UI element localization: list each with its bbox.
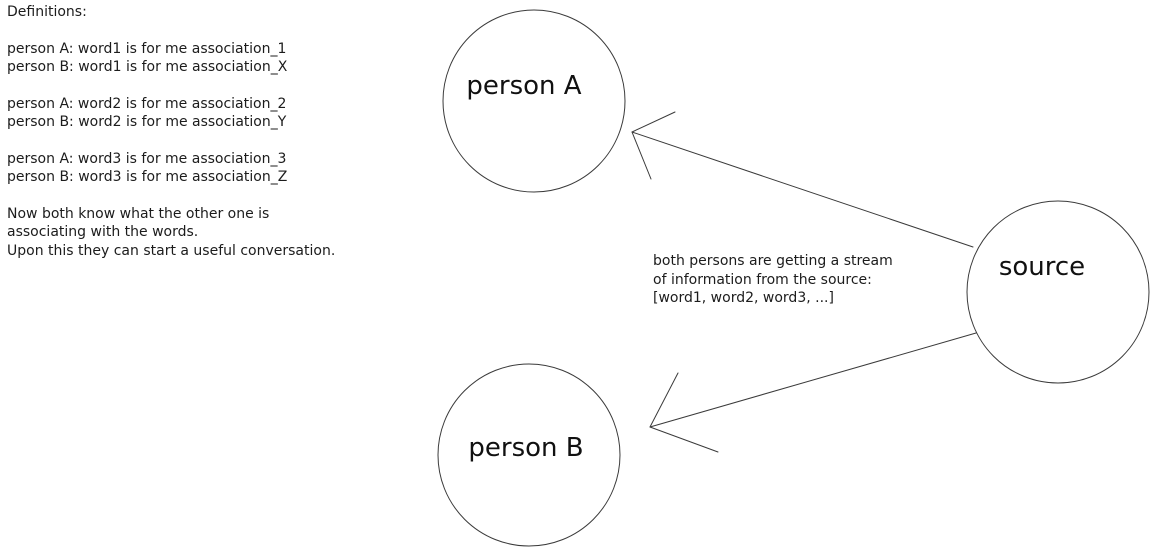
person-a-label: person A — [466, 71, 582, 101]
source-circle — [966, 200, 1150, 384]
definition-line-a3: person A: word3 is for me association_3 — [7, 150, 287, 167]
definitions-block: Definitions: person A: word1 is for me a… — [7, 3, 335, 278]
person-b-circle — [437, 363, 621, 547]
definition-line-a2: person A: word2 is for me association_2 — [7, 95, 287, 112]
definition-group-word3: person A: word3 is for me association_3 … — [7, 150, 335, 187]
definition-line-b3: person B: word3 is for me association_Z — [7, 169, 288, 185]
arrow-shaft — [649, 332, 977, 428]
person-a-circle — [442, 9, 626, 193]
definition-line-b1: person B: word1 is for me association_X — [7, 59, 288, 75]
annotation-line-1: both persons are getting a stream — [653, 253, 893, 269]
source-label: source — [998, 252, 1086, 282]
definition-line-a1: person A: word1 is for me association_1 — [7, 40, 287, 57]
arrowhead-line — [631, 131, 652, 180]
arrow-source-to-person-a — [631, 111, 974, 248]
definition-line-b2: person B: word2 is for me association_Y — [7, 114, 287, 130]
definitions-title: Definitions: — [7, 4, 87, 20]
annotation-line-3: [word1, word2, word3, ...] — [653, 290, 834, 306]
annotation-line-2: of information from the source: — [653, 271, 872, 288]
definitions-notes: Now both know what the other one is asso… — [7, 205, 335, 261]
arrow-shaft — [631, 131, 974, 248]
notes-line-3: Upon this they can start a useful conver… — [7, 242, 336, 259]
definition-group-word1: person A: word1 is for me association_1 … — [7, 40, 335, 77]
notes-line-1: Now both know what the other one is — [7, 205, 270, 222]
person-b-label: person B — [468, 433, 584, 463]
arrow-source-to-person-b — [649, 332, 977, 453]
stream-annotation: both persons are getting a stream of inf… — [653, 252, 893, 308]
arrowhead-line — [649, 426, 719, 453]
arrowhead-line — [631, 111, 676, 133]
notes-line-2: associating with the words. — [7, 224, 199, 240]
arrowhead-line — [649, 372, 679, 428]
definition-group-word2: person A: word2 is for me association_2 … — [7, 95, 335, 132]
